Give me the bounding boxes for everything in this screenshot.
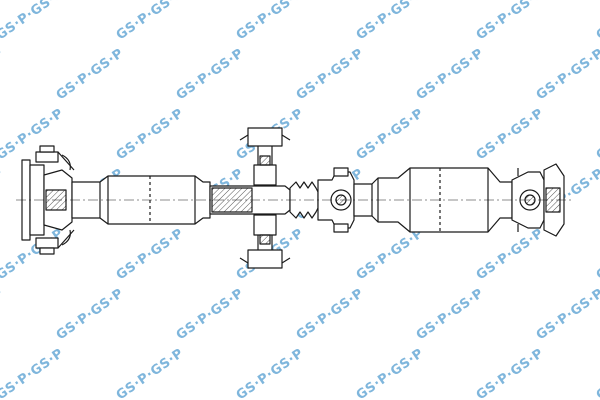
rear-universal-joint [511, 163, 565, 237]
center-bearing [239, 127, 291, 269]
